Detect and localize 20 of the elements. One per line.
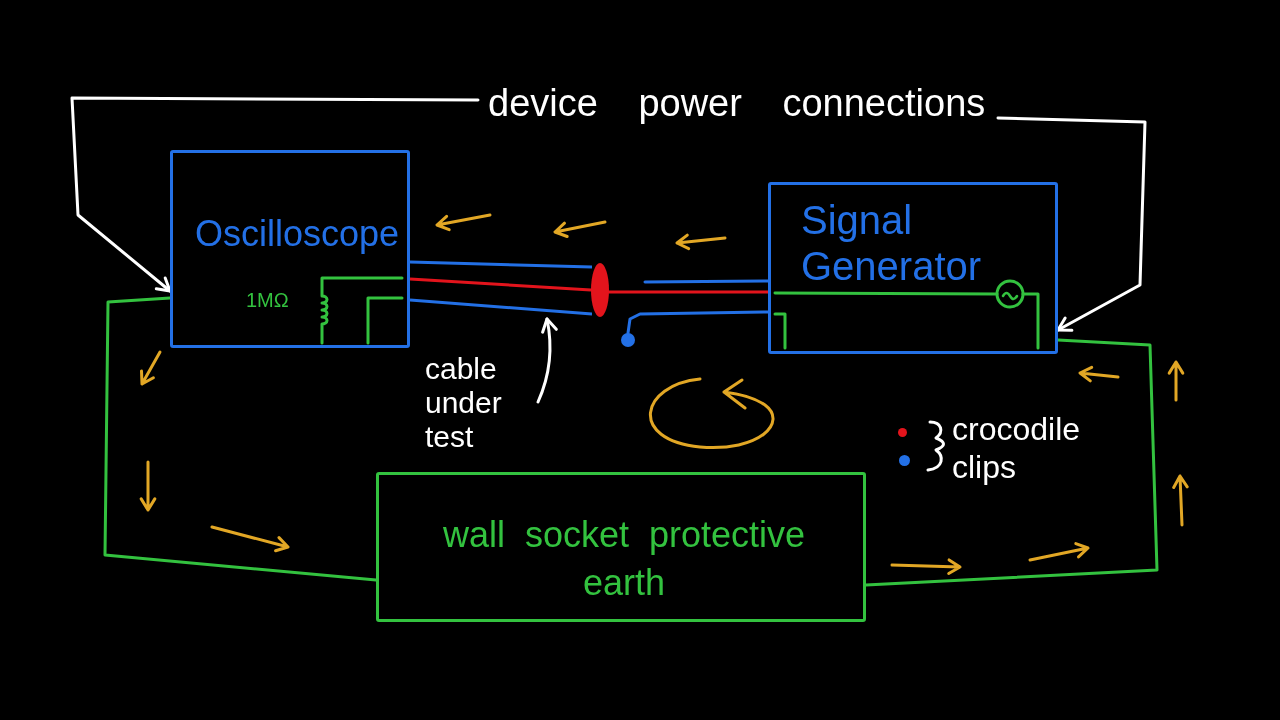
resistance-label: 1MΩ: [246, 289, 289, 312]
lead-wire: [626, 310, 770, 335]
clips-label: crocodile clips: [952, 410, 1082, 486]
power-label: device power connections: [488, 82, 986, 125]
earth-label: wall socket protective earth: [441, 513, 807, 605]
leader-line: [536, 317, 558, 404]
clip-icon: [591, 263, 609, 317]
earth-wire: [103, 296, 378, 582]
clip-icon: [621, 333, 635, 347]
cable-label: cable under test: [425, 352, 538, 454]
earth-box: [376, 472, 866, 622]
earth-wire: [864, 338, 1159, 587]
device-name: Signal Generator: [801, 197, 983, 289]
instrument-box: [768, 182, 1058, 354]
power-arrow: [70, 96, 480, 293]
cable: [410, 259, 592, 317]
power-arrow: [996, 116, 1147, 332]
device-name: Oscilloscope: [195, 213, 400, 255]
signal-wire: [607, 290, 770, 294]
instrument-box: [170, 150, 410, 348]
